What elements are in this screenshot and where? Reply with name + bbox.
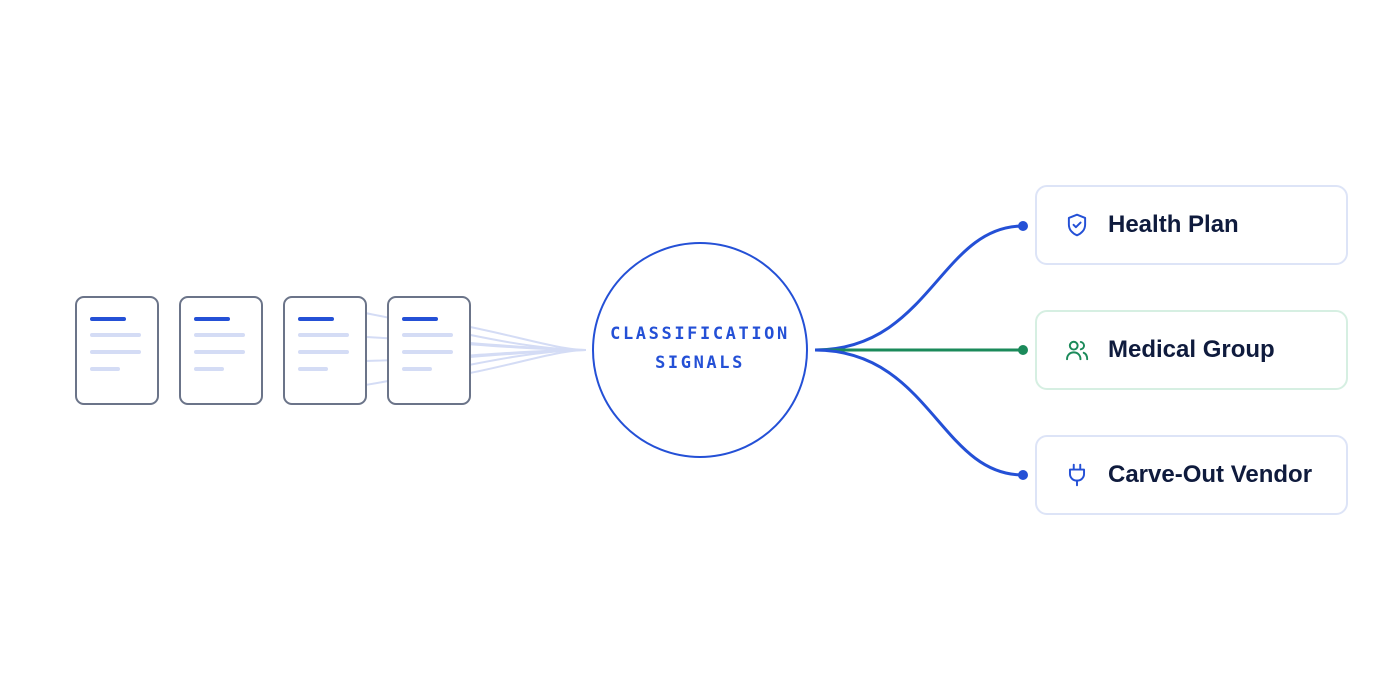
hub-label-line2: SIGNALS [655,353,745,373]
connector-carve-out-vendor [814,348,1024,477]
hub-label-line1: CLASSIFICATION [610,324,790,344]
shield-check-icon [1064,212,1090,238]
document-card [387,296,471,405]
connector-health-plan [814,224,1024,352]
connector-dot [1018,470,1028,480]
category-label: Health Plan [1108,211,1239,238]
category-card-carve-out-vendor: Carve-Out Vendor [1035,435,1348,515]
users-icon [1064,337,1090,363]
connector-dot [1018,221,1028,231]
category-card-health-plan: Health Plan [1035,185,1348,265]
connector-dot [1018,345,1028,355]
document-card [75,296,159,405]
classification-hub [592,242,808,458]
document-card [179,296,263,405]
plug-icon [1064,462,1090,488]
document-card [283,296,367,405]
category-label: Carve-Out Vendor [1108,461,1313,488]
category-label: Medical Group [1108,336,1275,363]
category-card-medical-group: Medical Group [1035,310,1348,390]
